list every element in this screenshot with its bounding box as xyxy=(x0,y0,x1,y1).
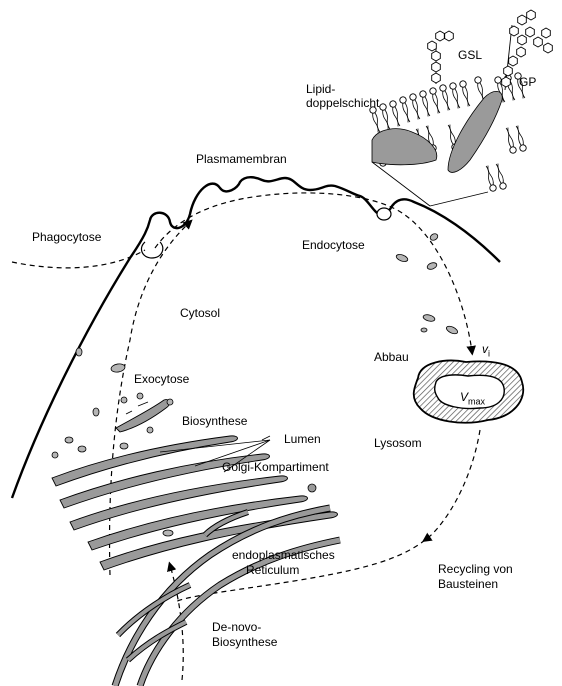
lipid-bilayer-label-2: doppelschicht xyxy=(306,96,379,110)
phagocytose-label: Phagocytose xyxy=(32,230,101,244)
membrane-protein-gp xyxy=(448,91,502,172)
gsl-label: GSL xyxy=(458,48,482,62)
recycling-label-2: Bausteinen xyxy=(438,577,498,591)
biosynthese-label: Biosynthese xyxy=(182,414,247,428)
abbau-label: Abbau xyxy=(374,350,409,364)
vmax-label: Vmax xyxy=(460,390,485,408)
lumen-label: Lumen xyxy=(284,432,321,446)
recycling-path xyxy=(425,430,480,540)
lipid-bilayer-label-1: Lipid- xyxy=(306,82,335,96)
cytosol-label: Cytosol xyxy=(180,306,220,320)
membrane-protein-left xyxy=(372,129,437,165)
er-label-2: Reticulum xyxy=(246,563,299,577)
golgi-label: Golgi-Kompartiment xyxy=(222,460,329,474)
denovo-label-1: De-novo- xyxy=(212,620,261,634)
vi-label: vi xyxy=(482,342,490,360)
exocytose-label: Exocytose xyxy=(134,372,189,386)
biosynthesis-vesicle-cluster xyxy=(116,400,170,432)
gp-label: GP xyxy=(519,75,536,89)
lysosom-label: Lysosom xyxy=(374,436,422,450)
denovo-label-2: Biosynthese xyxy=(212,635,277,649)
endocytose-label: Endocytose xyxy=(302,238,365,252)
gsl-sugar-chain xyxy=(428,31,454,84)
lipid-bilayer-inset xyxy=(369,10,552,206)
plasmamembran-label: Plasmamembran xyxy=(196,152,287,166)
er-label-1: endoplasmatisches xyxy=(232,548,335,562)
endocytosis-vesicle xyxy=(377,208,391,220)
recycling-label-1: Recycling von xyxy=(438,562,513,576)
